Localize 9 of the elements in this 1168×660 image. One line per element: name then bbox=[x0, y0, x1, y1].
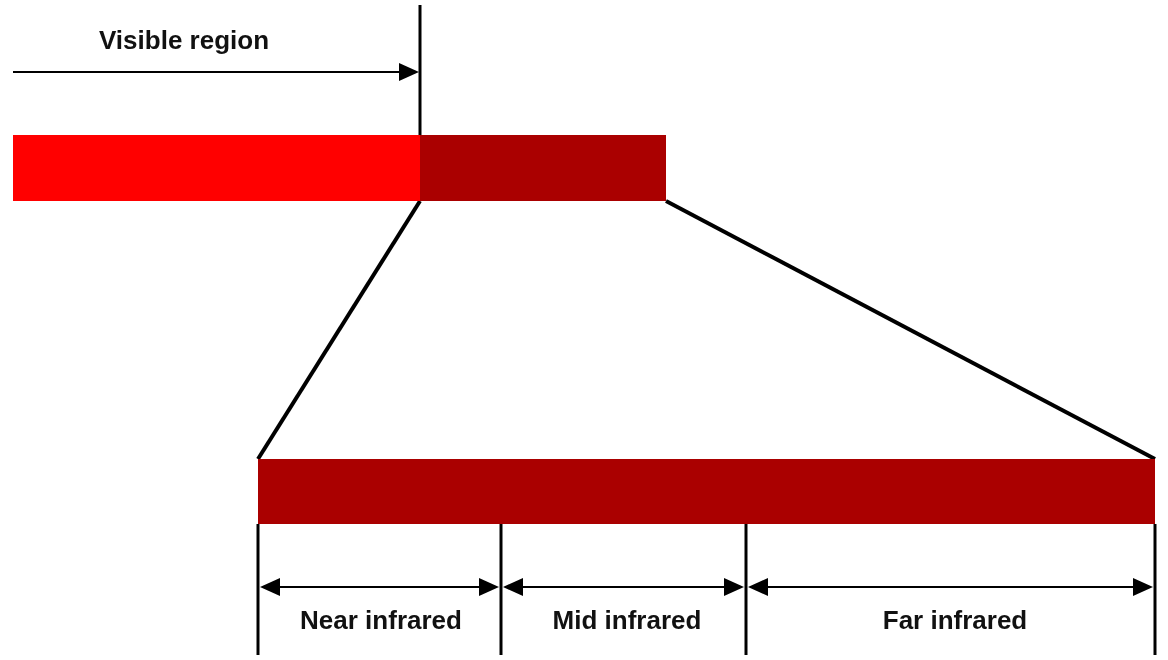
region-label: Near infrared bbox=[300, 604, 462, 636]
region-label: Far infrared bbox=[882, 604, 1028, 636]
spectrum-bar bbox=[420, 135, 666, 201]
spectrum-bar bbox=[13, 135, 420, 201]
region-label: Visible region bbox=[99, 24, 269, 56]
zoom-line bbox=[256, 199, 422, 461]
zoom-line bbox=[665, 199, 1156, 461]
spectrum-bar bbox=[258, 459, 1155, 524]
region-label: Mid infrared bbox=[552, 604, 702, 636]
